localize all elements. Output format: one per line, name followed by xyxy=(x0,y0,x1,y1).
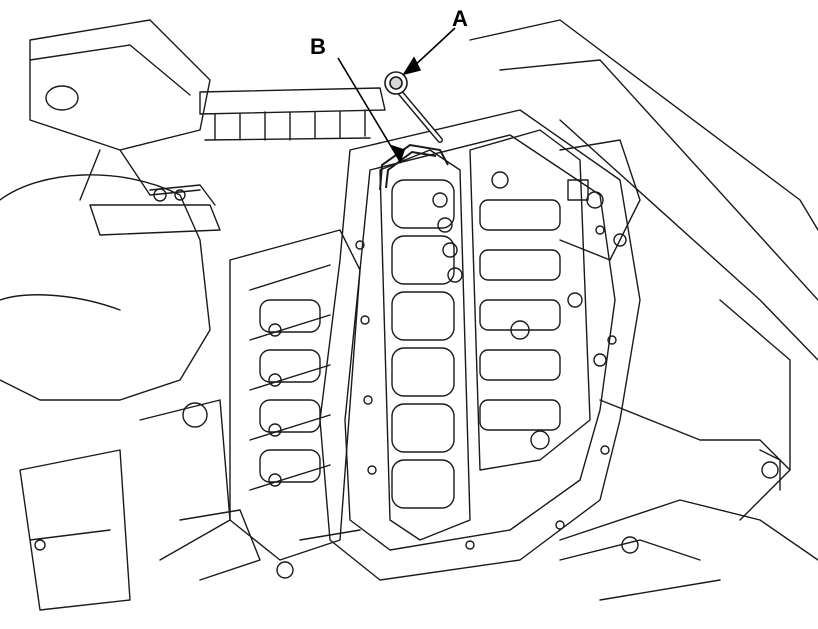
comb-bracket xyxy=(199,87,386,141)
bracket-b-icon xyxy=(379,143,449,191)
callout-label-a: A xyxy=(452,6,468,31)
right-casing xyxy=(469,19,818,561)
plate-bolt-holes xyxy=(355,225,617,550)
upper-right-bracket xyxy=(559,139,641,261)
solenoid-stack xyxy=(379,149,471,541)
lower-right-lines xyxy=(559,536,721,601)
right-valve-cluster xyxy=(469,129,607,471)
left-drum xyxy=(0,174,221,401)
lower-left-components xyxy=(19,399,361,611)
callout-leaders xyxy=(337,27,456,165)
left-valve-block xyxy=(229,229,361,561)
upper-left-housing xyxy=(29,19,211,201)
bolt-a-icon xyxy=(384,71,443,143)
callout-label-b: B xyxy=(310,34,326,59)
valve-body-plate xyxy=(319,109,641,581)
